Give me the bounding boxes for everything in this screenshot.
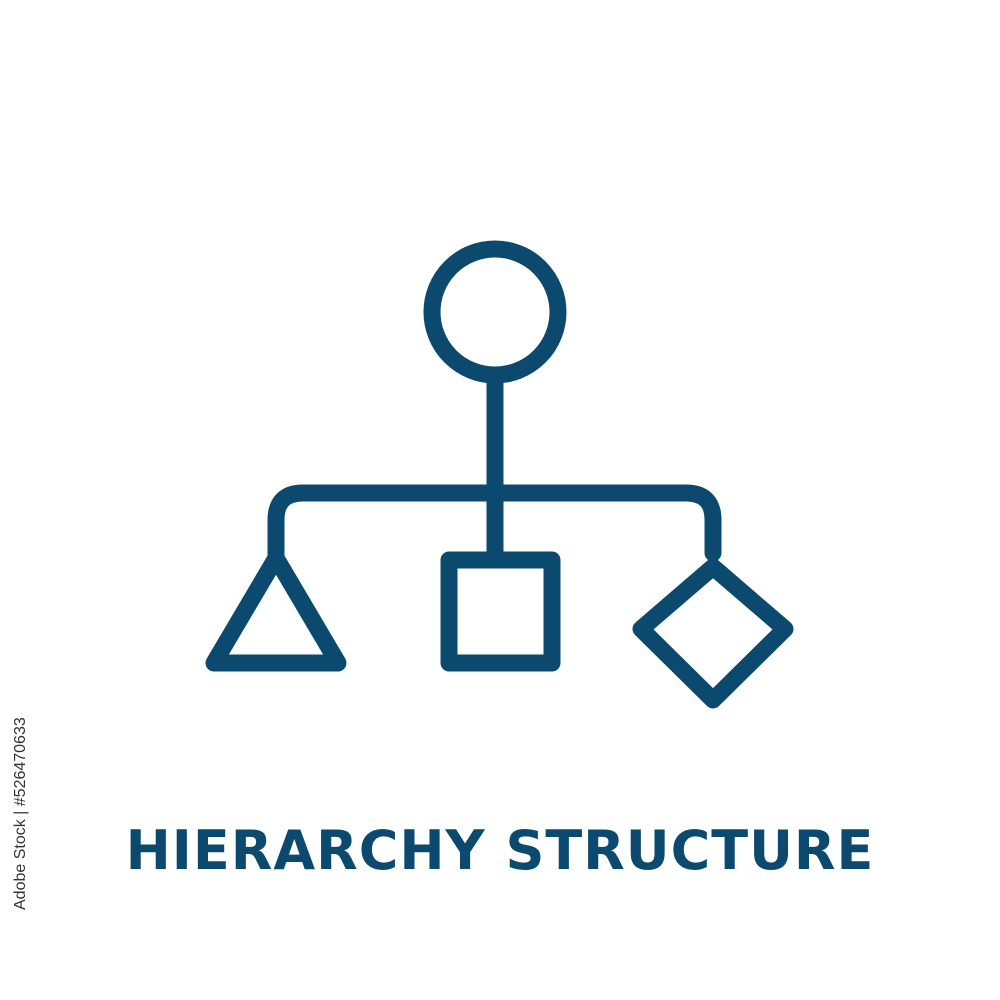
branch-connector bbox=[267, 484, 722, 564]
stock-id-watermark: Adobe Stock | #526470633 bbox=[6, 717, 36, 910]
triangle-node bbox=[205, 549, 347, 672]
square-node bbox=[440, 551, 561, 672]
icon-title: HIERARCHY STRUCTURE bbox=[125, 819, 875, 882]
stock-id-label: Adobe Stock | #526470633 bbox=[12, 717, 29, 910]
root-circle bbox=[423, 240, 567, 384]
diamond-node bbox=[632, 558, 794, 709]
